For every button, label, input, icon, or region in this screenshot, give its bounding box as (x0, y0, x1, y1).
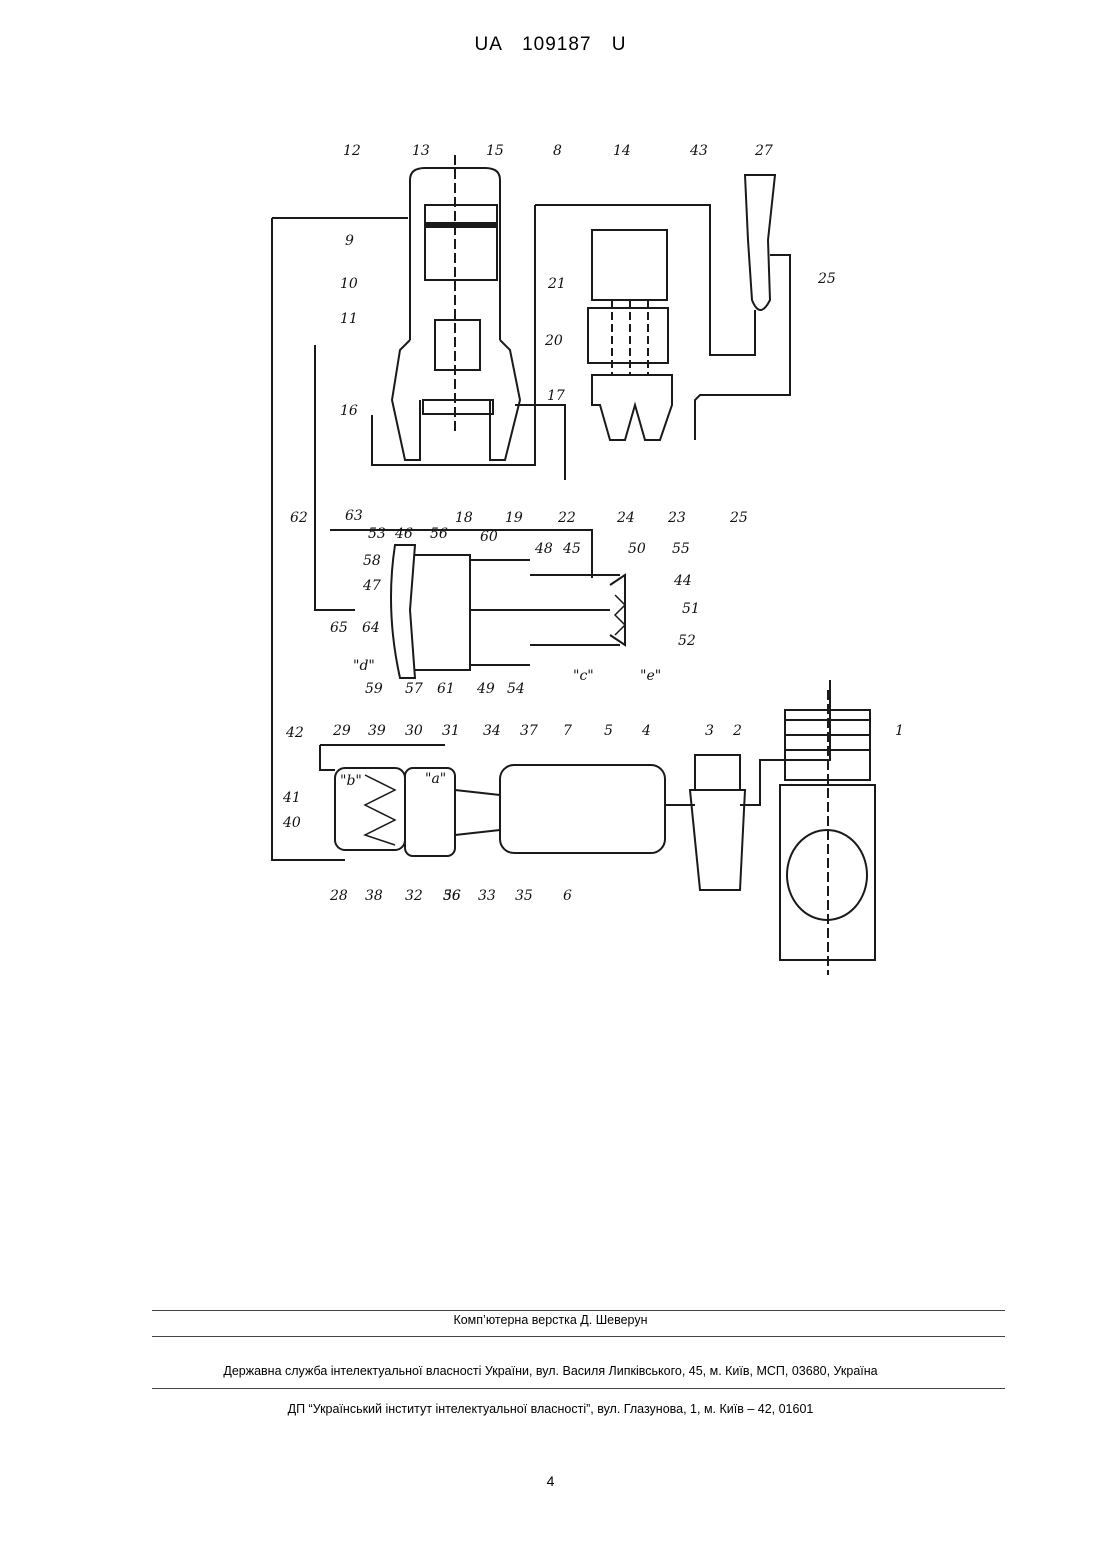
ref-label: 53 (368, 526, 386, 542)
page-number: 4 (0, 1473, 1101, 1489)
ref-label: 15 (486, 143, 504, 159)
ref-label: 25 (817, 271, 836, 287)
valve-body (415, 555, 470, 670)
ref-label: 55 (672, 541, 690, 557)
ref-label: 33 (478, 888, 496, 904)
ref-label: 38 (365, 888, 383, 904)
ref-label: 32 (405, 888, 423, 904)
ref-label: 57 (405, 681, 423, 697)
ref-label: 58 (363, 553, 381, 569)
ref-label: 56 (430, 526, 448, 542)
ref-label: 5 (604, 723, 613, 739)
ref-label: 19 (505, 510, 523, 526)
footer-institute: ДП “Український інститут інтелектуальної… (0, 1402, 1101, 1416)
ref-label: 60 (480, 529, 498, 545)
ref-label: 52 (678, 633, 696, 649)
ref-label: 46 (394, 526, 413, 542)
separator-middle (588, 308, 668, 363)
zone-label: "d" (353, 658, 375, 674)
ref-label: 23 (667, 510, 686, 526)
motor-5 (500, 765, 665, 853)
ref-label: 21 (547, 276, 566, 292)
ref-label: 65 (330, 620, 348, 636)
patent-drawing: 1 2 3 4 5 6 7 8 9 10 11 12 13 14 15 16 1… (0, 0, 1101, 1000)
separator-top (592, 230, 667, 300)
footer-agency: Державна служба інтелектуальної власност… (0, 1364, 1101, 1378)
ref-label: 2 (732, 723, 742, 739)
ref-label: 64 (362, 620, 380, 636)
footer-rule (152, 1388, 1005, 1389)
ref-label: 29 (332, 723, 351, 739)
ref-label: 42 (285, 725, 304, 741)
ref-label: 63 (345, 508, 363, 524)
ref-label: 31 (442, 723, 460, 739)
ref-label: 3 (705, 723, 714, 739)
ref-label: 37 (520, 723, 538, 739)
ref-label: 6 (563, 888, 572, 904)
ref-label: 61 (437, 681, 455, 697)
ref-label: 14 (613, 143, 631, 159)
ref-label: 20 (544, 333, 563, 349)
zone-label: "c" (573, 668, 594, 684)
pipe-62 (315, 345, 355, 610)
ref-label: 54 (507, 681, 525, 697)
zone-label: "e" (640, 668, 661, 684)
spring-51 (615, 595, 625, 635)
piston (425, 205, 497, 280)
ref-label: 49 (476, 681, 495, 697)
ref-label: 22 (557, 510, 576, 526)
filter-3 (695, 755, 740, 790)
ref-label: 35 (515, 888, 533, 904)
valve-bellows (610, 575, 625, 645)
ejector-body (745, 175, 775, 310)
ref-label: 24 (616, 510, 635, 526)
ref-label: 25 (729, 510, 748, 526)
footer-layout-credit: Комп’ютерна верстка Д. Шеверун (0, 1313, 1101, 1327)
ref-label: 43 (689, 143, 708, 159)
zone-label: "b" (340, 773, 362, 789)
ref-label: 50 (628, 541, 646, 557)
separator-cyclones (592, 375, 672, 440)
ref-label: 39 (368, 723, 386, 739)
ref-label: 16 (340, 403, 358, 419)
ref-label: 4 (641, 723, 651, 739)
ref-label: 9 (345, 233, 354, 249)
spring-39 (365, 775, 395, 845)
ref-label: 12 (343, 143, 361, 159)
ref-label: 34 (483, 723, 501, 739)
ref-label: 13 (412, 143, 430, 159)
zone-label: "a" (425, 771, 446, 787)
ref-label: 40 (282, 815, 301, 831)
ref-label: 47 (362, 578, 381, 594)
ref-label: 27 (754, 143, 773, 159)
ref-label: 17 (547, 388, 565, 404)
pipe-19 (515, 405, 565, 480)
ref-label: 10 (340, 276, 358, 292)
ref-label: 1 (895, 723, 904, 739)
ref-label: 48 (534, 541, 553, 557)
ref-label: 41 (282, 790, 301, 806)
footer-rule (152, 1336, 1005, 1337)
ref-label: 44 (673, 573, 692, 589)
ref-label: 8 (553, 143, 562, 159)
ref-label: 28 (329, 888, 348, 904)
ref-label: 7 (563, 723, 572, 739)
footer-rule (152, 1310, 1005, 1311)
ref-label: 56 (443, 888, 461, 904)
ref-label: 30 (405, 723, 423, 739)
ref-label: 11 (340, 311, 358, 327)
ref-label: 59 (365, 681, 383, 697)
ref-label: 51 (682, 601, 700, 617)
ref-label: 45 (562, 541, 581, 557)
valve-left-chamber (391, 545, 415, 678)
ref-label: 18 (455, 510, 473, 526)
ref-label: 62 (290, 510, 308, 526)
